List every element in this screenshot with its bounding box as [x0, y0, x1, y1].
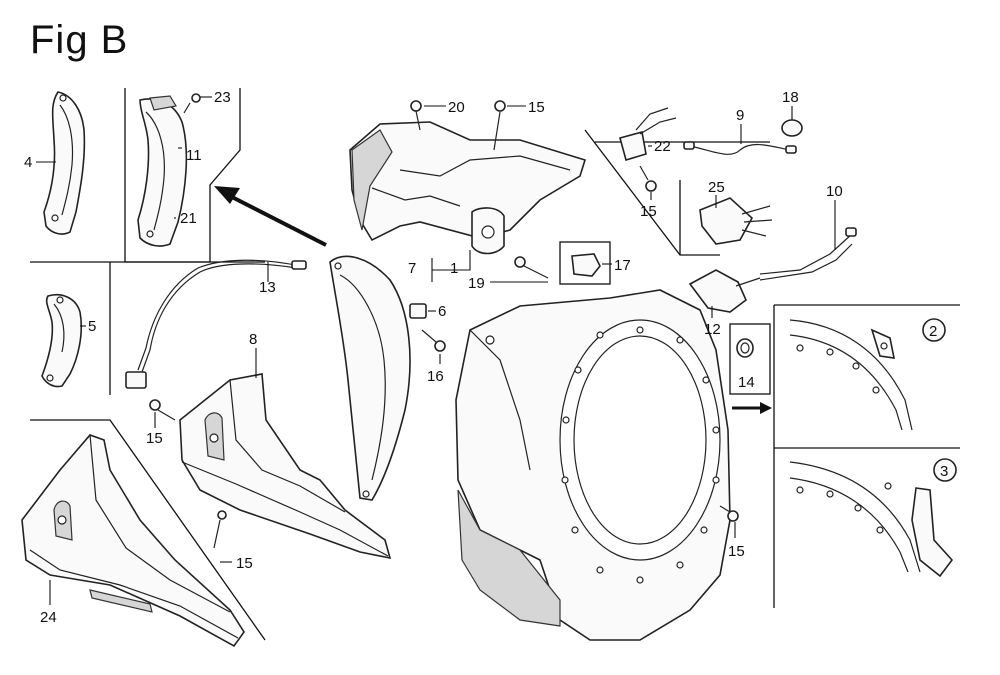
figure-title: Fig B	[30, 18, 129, 62]
callout-15-a: 15	[146, 430, 163, 447]
part-24-bottom-air-guide	[21, 434, 245, 648]
part-15-bolt-c	[493, 100, 526, 151]
part-15-bolt-b	[213, 510, 232, 563]
part-15-bolt-d	[639, 165, 657, 200]
callout-15-e: 15	[728, 543, 745, 560]
part-15-bolt-a	[149, 399, 176, 428]
callout-12: 12	[704, 321, 721, 338]
callout-labels: 4 11 21 23 5 13 8 15 15 24 6 16 20 15 7 …	[24, 89, 948, 626]
callout-1: 1	[450, 260, 458, 277]
part-20-bolt	[410, 100, 446, 131]
callout-23: 23	[214, 89, 231, 106]
part-23-screw	[183, 93, 212, 114]
callout-4: 4	[24, 154, 32, 171]
callout-17: 17	[614, 257, 631, 274]
callout-5: 5	[88, 318, 96, 335]
part-22-condenser	[619, 107, 677, 162]
callout-24: 24	[40, 609, 57, 626]
part-15-bolt-e	[719, 505, 739, 538]
callout-14: 14	[738, 374, 755, 391]
part-19-bolt	[490, 256, 549, 283]
callout-25: 25	[708, 179, 725, 196]
variant-label-2: 2	[929, 323, 937, 340]
part-9-wire	[683, 124, 797, 155]
callout-15-d: 15	[640, 203, 657, 220]
part-fan-cover-housing	[455, 289, 731, 641]
callout-8: 8	[249, 331, 257, 348]
part-25-switch-upper	[699, 195, 773, 245]
part-upper-control-bracket	[349, 121, 587, 282]
callout-13: 13	[259, 279, 276, 296]
left-panel-frames	[30, 88, 266, 641]
part-12-switch-lower	[688, 269, 761, 318]
variant-2-detail	[789, 318, 946, 431]
part-21-shroud-segment	[137, 95, 188, 247]
part-18-clip	[781, 106, 803, 137]
callout-11: 11	[186, 147, 202, 164]
part-14-grommet-box	[729, 323, 771, 395]
variant-3-detail	[789, 458, 957, 578]
callout-15-c: 15	[528, 99, 545, 116]
direction-arrow	[214, 186, 327, 247]
callout-9: 9	[736, 107, 744, 124]
part-13-ignition-cable	[125, 259, 307, 389]
callout-21: 21	[180, 210, 197, 227]
callout-15-b: 15	[236, 555, 253, 572]
part-16-bolt	[421, 329, 446, 364]
part-5-shroud-segment	[41, 294, 86, 388]
callout-22: 22	[654, 138, 671, 155]
variant-detail-frame	[773, 304, 960, 608]
part-17-clip	[559, 241, 612, 285]
part-6-nut	[409, 303, 436, 319]
callout-16: 16	[427, 368, 444, 385]
variant-arrow	[732, 402, 772, 414]
callout-6: 6	[438, 303, 446, 320]
callout-20: 20	[448, 99, 465, 116]
variant-label-3: 3	[940, 463, 948, 480]
part-4-shroud-segment	[36, 91, 86, 235]
callout-18: 18	[782, 89, 799, 106]
part-8-air-guide	[179, 348, 392, 560]
callout-10: 10	[826, 183, 843, 200]
part-10-wire	[759, 200, 857, 281]
part-center-side-shroud	[329, 255, 411, 501]
callout-7: 7	[408, 260, 416, 277]
callout-19: 19	[468, 275, 485, 292]
